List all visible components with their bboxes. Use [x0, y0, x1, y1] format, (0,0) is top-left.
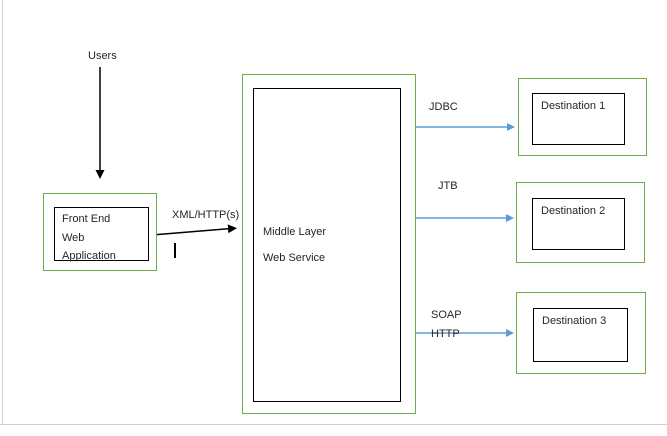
users-label: Users: [88, 50, 117, 62]
connection-jtb-label: JTB: [438, 180, 458, 192]
frontend-label-line1: Front End: [62, 213, 111, 225]
middle-inner-box: [253, 88, 401, 402]
frontend-to-middle-label: XML/HTTP(s): [172, 209, 240, 221]
frontend-to-middle-arrow: [151, 224, 237, 236]
destination1-inner-box: [532, 93, 625, 145]
frontend-label-line2: Web: [62, 231, 85, 244]
frontend-inner-box: [54, 207, 149, 261]
destination2-label: Destination 2: [541, 205, 606, 217]
text-cursor-bar: [174, 243, 176, 258]
destination3-label: Destination 3: [542, 315, 607, 327]
connection-jdbc-label: JDBC: [429, 101, 458, 113]
page-bottom-border: [0, 424, 667, 425]
page-left-border: [2, 0, 3, 424]
connection-soap-label: SOAP: [431, 309, 462, 321]
middle-label-line1: Middle Layer: [263, 226, 326, 238]
frontend-label: Front End Web Application: [62, 210, 116, 266]
middle-label-line2: Web Service: [263, 252, 326, 264]
destination3-inner-box: [533, 308, 628, 362]
destination1-label: Destination 1: [541, 100, 606, 112]
connection-http-label: HTTP: [431, 328, 460, 340]
frontend-label-line3: Application: [62, 250, 116, 262]
destination2-inner-box: [532, 198, 625, 250]
